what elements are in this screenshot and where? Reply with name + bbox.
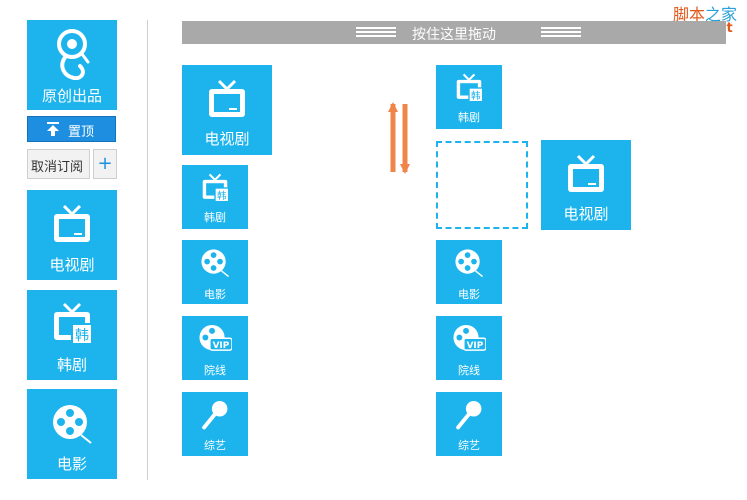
original-content-tile[interactable]: 原创出品 [27, 20, 117, 110]
right-tile-variety[interactable]: 综艺 [436, 392, 502, 456]
tile-label: 院线 [458, 364, 480, 377]
arrow-up-icon [47, 122, 59, 136]
tile-label: 电影 [204, 288, 226, 301]
vip-text: VIP [213, 341, 230, 351]
tile-label: 韩剧 [458, 111, 480, 124]
tile-label: 综艺 [458, 439, 480, 452]
tile-label: 院线 [204, 364, 226, 377]
left-tile-film[interactable]: 电影 [182, 240, 248, 304]
vertical-divider [147, 20, 148, 480]
tv-icon [54, 204, 90, 242]
sidebar-item-tv-series[interactable]: 电视剧 [27, 190, 117, 280]
film-reel-icon [201, 249, 230, 278]
unsubscribe-label: 取消订阅 [31, 160, 84, 175]
left-tile-korean-drama[interactable]: 韩 韩剧 [182, 165, 248, 229]
korean-drama-icon: 韩 [54, 302, 92, 345]
korean-drama-icon: 韩 [202, 173, 229, 203]
pin-to-top-button[interactable]: 置顶 [27, 116, 116, 142]
drop-placeholder [436, 141, 528, 229]
korean-char: 韩 [75, 328, 89, 344]
sidebar-item-label: 韩剧 [56, 356, 87, 374]
film-reel-icon [53, 405, 92, 444]
drag-handle-label: 按住这里拖动 [412, 27, 496, 43]
vip-text: VIP [467, 341, 484, 351]
tv-icon [209, 79, 245, 117]
right-tile-cinema[interactable]: VIP 院线 [436, 316, 502, 380]
tile-label: 电视剧 [204, 130, 250, 148]
microphone-icon [202, 401, 228, 430]
sidebar-item-film[interactable]: 电影 [27, 389, 117, 479]
tile-label: 综艺 [204, 439, 226, 452]
sidebar-item-label: 电视剧 [49, 256, 95, 274]
grip-lines-right-icon [541, 27, 581, 38]
unsubscribe-button[interactable]: 取消订阅 [27, 149, 90, 179]
korean-drama-icon: 韩 [456, 73, 483, 103]
right-tile-korean-drama[interactable]: 韩 韩剧 [436, 65, 502, 129]
left-tile-tv-series[interactable]: 电视剧 [182, 65, 272, 155]
original-content-label: 原创出品 [41, 87, 102, 105]
tile-label: 韩剧 [204, 211, 226, 224]
korean-char: 韩 [217, 190, 227, 202]
tv-icon [568, 154, 604, 192]
grip-lines-left-icon [356, 27, 396, 38]
drag-handle-bar[interactable]: 按住这里拖动 [182, 21, 726, 44]
tile-label: 电影 [458, 288, 480, 301]
swap-arrows-icon [388, 102, 410, 174]
right-tile-film[interactable]: 电影 [436, 240, 502, 304]
pin-label: 置顶 [68, 125, 95, 140]
left-tile-cinema[interactable]: VIP 院线 [182, 316, 248, 380]
microphone-icon [456, 401, 482, 430]
korean-char: 韩 [471, 90, 481, 102]
add-button[interactable]: + [93, 149, 117, 179]
vip-film-icon: VIP [199, 324, 232, 351]
tile-label: 电视剧 [563, 205, 609, 223]
original-logo-icon [57, 29, 90, 80]
film-reel-icon [455, 249, 484, 278]
sidebar-item-korean-drama[interactable]: 韩 韩剧 [27, 290, 117, 380]
dragging-tile-tv-series[interactable]: 电视剧 [541, 140, 631, 230]
sidebar-item-label: 电影 [56, 455, 87, 473]
left-tile-variety[interactable]: 综艺 [182, 392, 248, 456]
watermark-top: 脚本之家 [673, 5, 738, 24]
vip-film-icon: VIP [453, 324, 486, 351]
